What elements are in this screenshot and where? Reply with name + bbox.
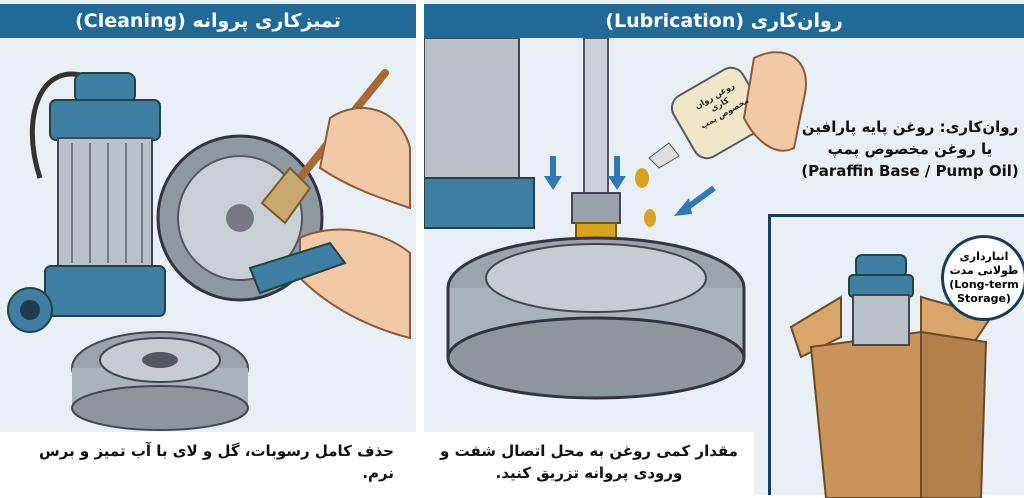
cleaning-caption: حذف کامل رسوبات، گل و لای با آب تمیز و ب… <box>0 432 416 495</box>
pump-illustration <box>7 71 166 333</box>
note-line-2: یا روغن مخصوص پمپ <box>827 140 993 158</box>
note-line-1: روان‌کاری: روغن پایه پارافین <box>801 118 1019 136</box>
impeller-ring-illustration <box>71 331 249 431</box>
hands-illustration <box>248 107 411 340</box>
cleaning-panel: تمیزکاری پروانه (Cleaning) <box>0 0 416 495</box>
lubrication-note: روان‌کاری: روغن پایه پارافین یا روغن مخص… <box>800 116 1020 182</box>
pump-body-illustration <box>424 38 535 229</box>
storage-inset: انبارداری طولانی مدت (Long-term Storage) <box>768 214 1024 498</box>
badge-line-2: طولانی مدت <box>949 264 1019 277</box>
badge-line-4: Storage) <box>957 292 1011 305</box>
lubrication-illustration: روغن روان کاری مخصوص پمپ روان‌کاری: روغن… <box>424 38 1024 432</box>
lubrication-title: روان‌کاری (Lubrication) <box>424 4 1024 38</box>
badge-line-3: (Long-term <box>949 278 1019 291</box>
storage-badge: انبارداری طولانی مدت (Long-term Storage) <box>941 235 1024 321</box>
impeller-housing-illustration <box>446 236 746 400</box>
oil-bottle-illustration <box>635 51 807 227</box>
cleaning-illustration <box>0 38 416 432</box>
lubrication-caption: مقدار کمی روغن به محل اتصال شفت و ورودی … <box>424 432 754 495</box>
arrow-icon <box>544 156 716 216</box>
pump-illustration <box>848 254 914 346</box>
box-illustration <box>789 295 993 498</box>
cleaning-title: تمیزکاری پروانه (Cleaning) <box>0 4 416 38</box>
badge-line-1: انبارداری <box>959 250 1009 263</box>
shaft-illustration <box>571 38 621 246</box>
note-line-en: (Paraffin Base / Pump Oil) <box>801 162 1019 180</box>
